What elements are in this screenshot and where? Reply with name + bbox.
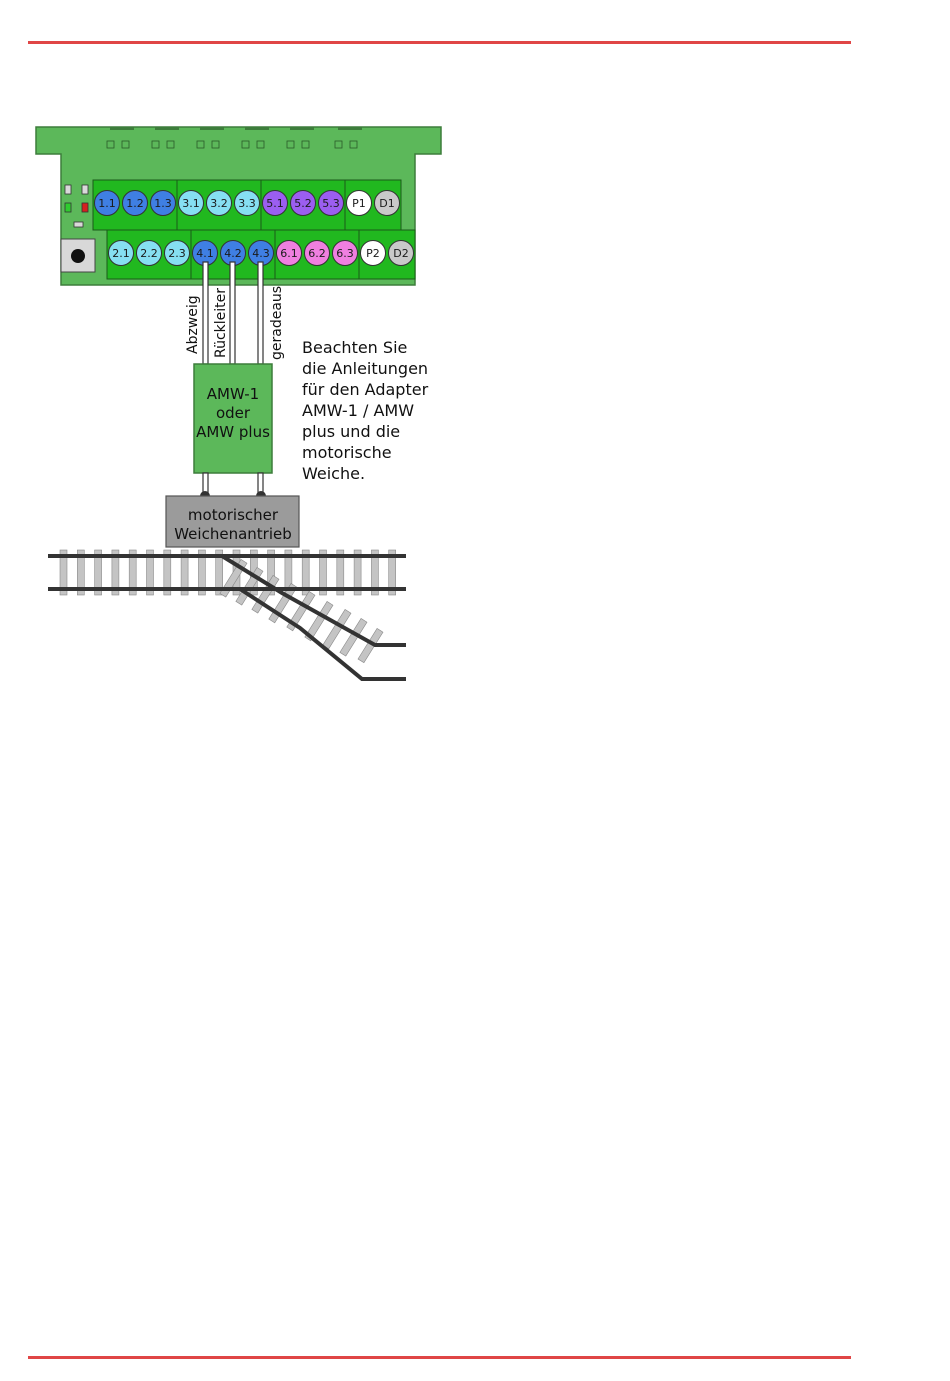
board-slot	[338, 127, 362, 130]
led-indicator	[74, 222, 83, 227]
note-line: Beachten Sie	[302, 338, 407, 357]
terminal-label: D1	[379, 197, 394, 210]
wire-label-straight: geradeaus	[269, 286, 285, 360]
board-slot	[110, 127, 134, 130]
note: Beachten Sie die Anleitungen für den Ada…	[302, 338, 429, 483]
note-line: plus und die	[302, 422, 400, 441]
motor-box-line1: motorischer	[188, 506, 279, 524]
note-line: Weiche.	[302, 464, 365, 483]
led-indicator	[82, 185, 88, 194]
terminal-strip-top: 1.1 1.2 1.3 3.1 3.2 3.3 5.1 5.2 5.3 P1 D1	[93, 180, 401, 230]
terminal-label: 4.1	[196, 247, 214, 260]
motor-wires	[203, 473, 263, 495]
terminal-label: 3.2	[210, 197, 228, 210]
led-indicator	[82, 203, 88, 212]
led-indicator	[65, 185, 71, 194]
terminal-label: 1.2	[126, 197, 144, 210]
terminal-label: 1.3	[154, 197, 172, 210]
terminal-label: 2.3	[168, 247, 186, 260]
wire-label-branch: Abzweig	[185, 295, 201, 354]
note-line: für den Adapter	[302, 380, 429, 399]
terminal-label: 6.1	[280, 247, 298, 260]
board-slot	[200, 127, 224, 130]
adapter-box-line3: AMW plus	[196, 423, 270, 441]
note-line: AMW-1 / AMW	[302, 401, 414, 420]
terminal-label: 5.3	[322, 197, 340, 210]
terminal-label: 4.2	[224, 247, 242, 260]
terminal-label: 3.1	[182, 197, 200, 210]
board-slot	[245, 127, 269, 130]
adapter-box-line2: oder	[216, 404, 251, 422]
terminal-label: 2.2	[140, 247, 158, 260]
terminal-label: 2.1	[112, 247, 130, 260]
terminal-label: 6.3	[336, 247, 354, 260]
note-line: motorische	[302, 443, 392, 462]
terminal-label: 4.3	[252, 247, 270, 260]
terminal-label: P2	[366, 247, 380, 260]
terminal-label: 6.2	[308, 247, 326, 260]
note-line: die Anleitungen	[302, 359, 428, 378]
board-slot	[290, 127, 314, 130]
terminal-label: 5.2	[294, 197, 312, 210]
led-indicator	[65, 203, 71, 212]
terminal-label: 3.3	[238, 197, 256, 210]
motor-box-line2: Weichenantrieb	[174, 525, 292, 543]
wire-label-return: Rückleiter	[213, 288, 229, 358]
terminal-label: 5.1	[266, 197, 284, 210]
terminal-label: 1.1	[98, 197, 116, 210]
railway-turnout	[48, 550, 406, 679]
terminal-label: P1	[352, 197, 366, 210]
board-slot	[155, 127, 179, 130]
adapter-box-line1: AMW-1	[207, 385, 259, 403]
push-button-knob[interactable]	[71, 249, 85, 263]
terminal-label: D2	[393, 247, 408, 260]
